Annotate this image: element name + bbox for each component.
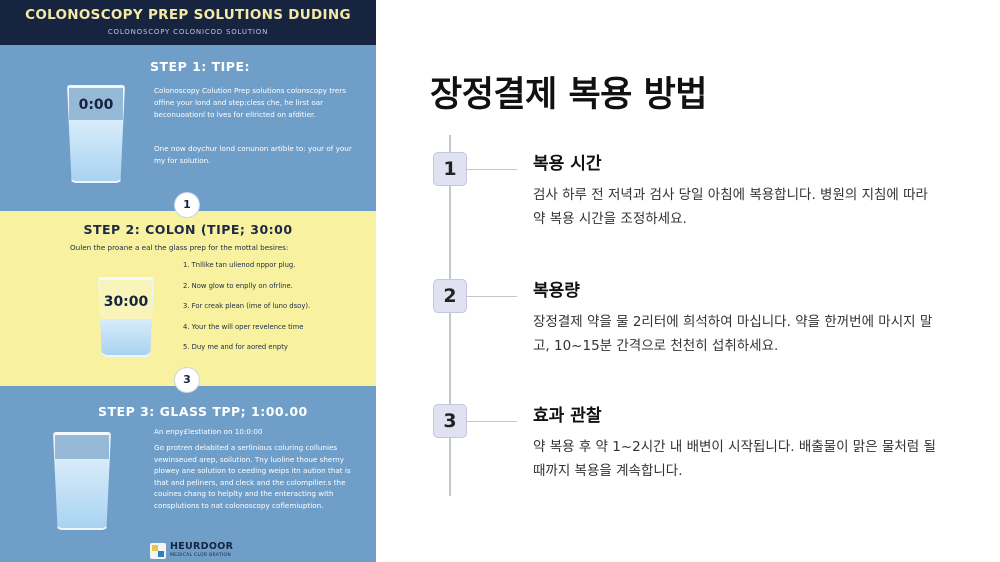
poster-step1-paragraph: Colonoscopy Colution Prep solutions colo… bbox=[154, 86, 346, 119]
poster-step2-list-item: 2. Now glow to enplly on ofrline. bbox=[183, 281, 293, 290]
heurdoor-logo: HEURDOOR MEDICAL CLOR BRATION bbox=[150, 542, 233, 560]
step-description: 장정결제 약을 물 2리터에 희석하여 마십니다. 약을 한꺼번에 마시지 말고… bbox=[533, 314, 933, 354]
water-fill bbox=[100, 319, 152, 355]
poster-title: COLONOSCOPY PREP SOLUTIONS DUDING bbox=[25, 7, 351, 23]
poster-header: COLONOSCOPY PREP SOLUTIONS DUDING COLONO… bbox=[0, 0, 376, 45]
water-glass-icon bbox=[53, 432, 111, 530]
step-connector bbox=[467, 169, 517, 170]
step-connector bbox=[467, 296, 517, 297]
glass-time-label: 0:00 bbox=[78, 97, 114, 113]
poster-step3-paragraph: Go protren delabited a serllnious coluri… bbox=[154, 443, 351, 510]
page-title: 장정결제 복용 방법 bbox=[430, 75, 707, 115]
poster-step-number-badge: 3 bbox=[175, 368, 199, 392]
poster-step2-list: 1. Tnllike tan ulienod nppor plug. 2. No… bbox=[183, 259, 368, 362]
poster-step1-heading: STEP 1: TIPE: bbox=[150, 59, 251, 74]
step-title: 복용량 bbox=[533, 281, 580, 301]
logo-name: HEURDOOR bbox=[170, 541, 234, 552]
infographic-poster: COLONOSCOPY PREP SOLUTIONS DUDING COLONO… bbox=[0, 0, 376, 562]
poster-step2-list-item: 1. Tnllike tan ulienod nppor plug. bbox=[183, 261, 296, 269]
poster-step-number-badge: 1 bbox=[175, 193, 199, 217]
step-description: 검사 하루 전 저녁과 검사 당일 아침에 복용합니다. 병원의 지침에 따라 … bbox=[533, 187, 928, 227]
poster-step2-intro: Oulen the proane a eal the glass prep fo… bbox=[70, 243, 289, 252]
poster-step3-line: An enpy£lestiation on 10:0:00 bbox=[154, 427, 263, 436]
poster-step1-paragraph-2: One now doychur lond conunon artible to:… bbox=[154, 144, 352, 165]
water-glass-icon: 30:00 bbox=[98, 277, 154, 357]
step-title: 효과 관찰 bbox=[533, 406, 602, 426]
step-connector bbox=[467, 421, 517, 422]
poster-step1-section: STEP 1: TIPE: Colonoscopy Colution Prep … bbox=[0, 45, 376, 211]
timeline-line bbox=[449, 135, 451, 496]
step-number-badge: 1 bbox=[433, 152, 467, 186]
water-glass-icon: 0:00 bbox=[67, 85, 125, 183]
step-number-badge: 3 bbox=[433, 404, 467, 438]
logo-icon bbox=[150, 543, 166, 559]
poster-subtitle: COLONOSCOPY COLONICOD SOLUTION bbox=[107, 28, 269, 36]
step-title: 복용 시간 bbox=[533, 154, 602, 174]
poster-step2-list-item: 3. For creak plean (ime of luno dsoy). bbox=[183, 302, 311, 311]
poster-step2-section: STEP 2: COLON (TIPE; 30:00 Oulen the pro… bbox=[0, 211, 376, 386]
water-fill bbox=[69, 119, 123, 181]
water-fill bbox=[55, 459, 109, 528]
poster-step3-heading: STEP 3: GLASS TPP; 1:00.00 bbox=[98, 404, 308, 419]
poster-step2-list-item: 5. Duy me and for aored enpty bbox=[183, 343, 288, 352]
poster-step2-heading: STEP 2: COLON (TIPE; 30:00 bbox=[83, 222, 293, 237]
logo-tagline: MEDICAL CLOR BRATION bbox=[170, 553, 232, 558]
step-number-badge: 2 bbox=[433, 279, 467, 313]
step-description: 약 복용 후 약 1~2시간 내 배변이 시작됩니다. 배출물이 맑은 물처럼 … bbox=[533, 439, 936, 479]
poster-step2-list-item: 4. Your the will oper revelence time bbox=[183, 322, 304, 331]
glass-time-label: 30:00 bbox=[103, 294, 149, 310]
